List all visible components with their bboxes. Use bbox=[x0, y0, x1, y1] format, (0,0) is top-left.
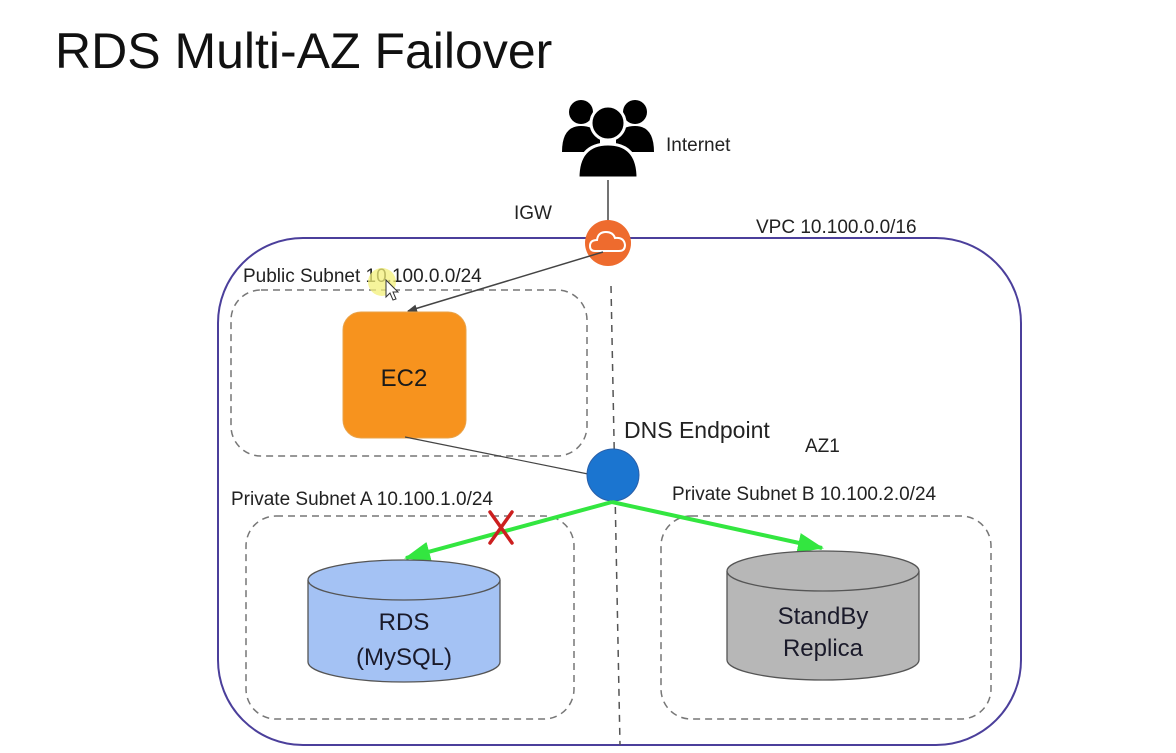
dns-to-rds-arrow bbox=[404, 500, 613, 562]
mouse-cursor bbox=[368, 268, 400, 301]
rds-label-line2: (MySQL) bbox=[356, 644, 452, 671]
standby-replica-database[interactable]: StandBy Replica bbox=[726, 550, 920, 681]
igw-node[interactable] bbox=[585, 220, 631, 266]
internet-label: Internet bbox=[666, 135, 731, 156]
private-subnet-a-label: Private Subnet A 10.100.1.0/24 bbox=[231, 489, 493, 510]
dns-endpoint-node[interactable] bbox=[586, 448, 640, 502]
users-group-icon bbox=[562, 100, 654, 180]
igw-to-ec2-line bbox=[407, 251, 604, 313]
vpc-label: VPC 10.100.0.0/16 bbox=[756, 217, 917, 238]
dns-endpoint-label: DNS Endpoint bbox=[624, 417, 770, 443]
public-subnet-label: Public Subnet 10.100.0.0/24 bbox=[243, 266, 482, 287]
az-divider bbox=[610, 285, 621, 746]
rds-mysql-database[interactable]: RDS (MySQL) bbox=[307, 559, 501, 683]
ec2-label: EC2 bbox=[381, 365, 428, 392]
igw-label: IGW bbox=[514, 203, 552, 224]
ec2-to-dns-line bbox=[404, 436, 589, 475]
rds-label-line1: RDS bbox=[379, 609, 430, 636]
public-subnet-box bbox=[230, 289, 588, 457]
ec2-instance[interactable]: EC2 bbox=[342, 311, 467, 439]
private-subnet-b-label: Private Subnet B 10.100.2.0/24 bbox=[672, 484, 937, 505]
private-subnet-a-box bbox=[245, 515, 575, 720]
standby-label-line2: Replica bbox=[783, 635, 864, 662]
standby-label-line1: StandBy bbox=[778, 603, 869, 630]
cloud-icon bbox=[588, 230, 627, 252]
dns-to-standby-arrow bbox=[611, 500, 824, 553]
failed-connection-x-icon bbox=[488, 510, 514, 545]
private-subnet-b-box bbox=[660, 515, 992, 720]
slide-title: RDS Multi-AZ Failover bbox=[55, 23, 553, 79]
az-label: AZ1 bbox=[805, 436, 840, 457]
